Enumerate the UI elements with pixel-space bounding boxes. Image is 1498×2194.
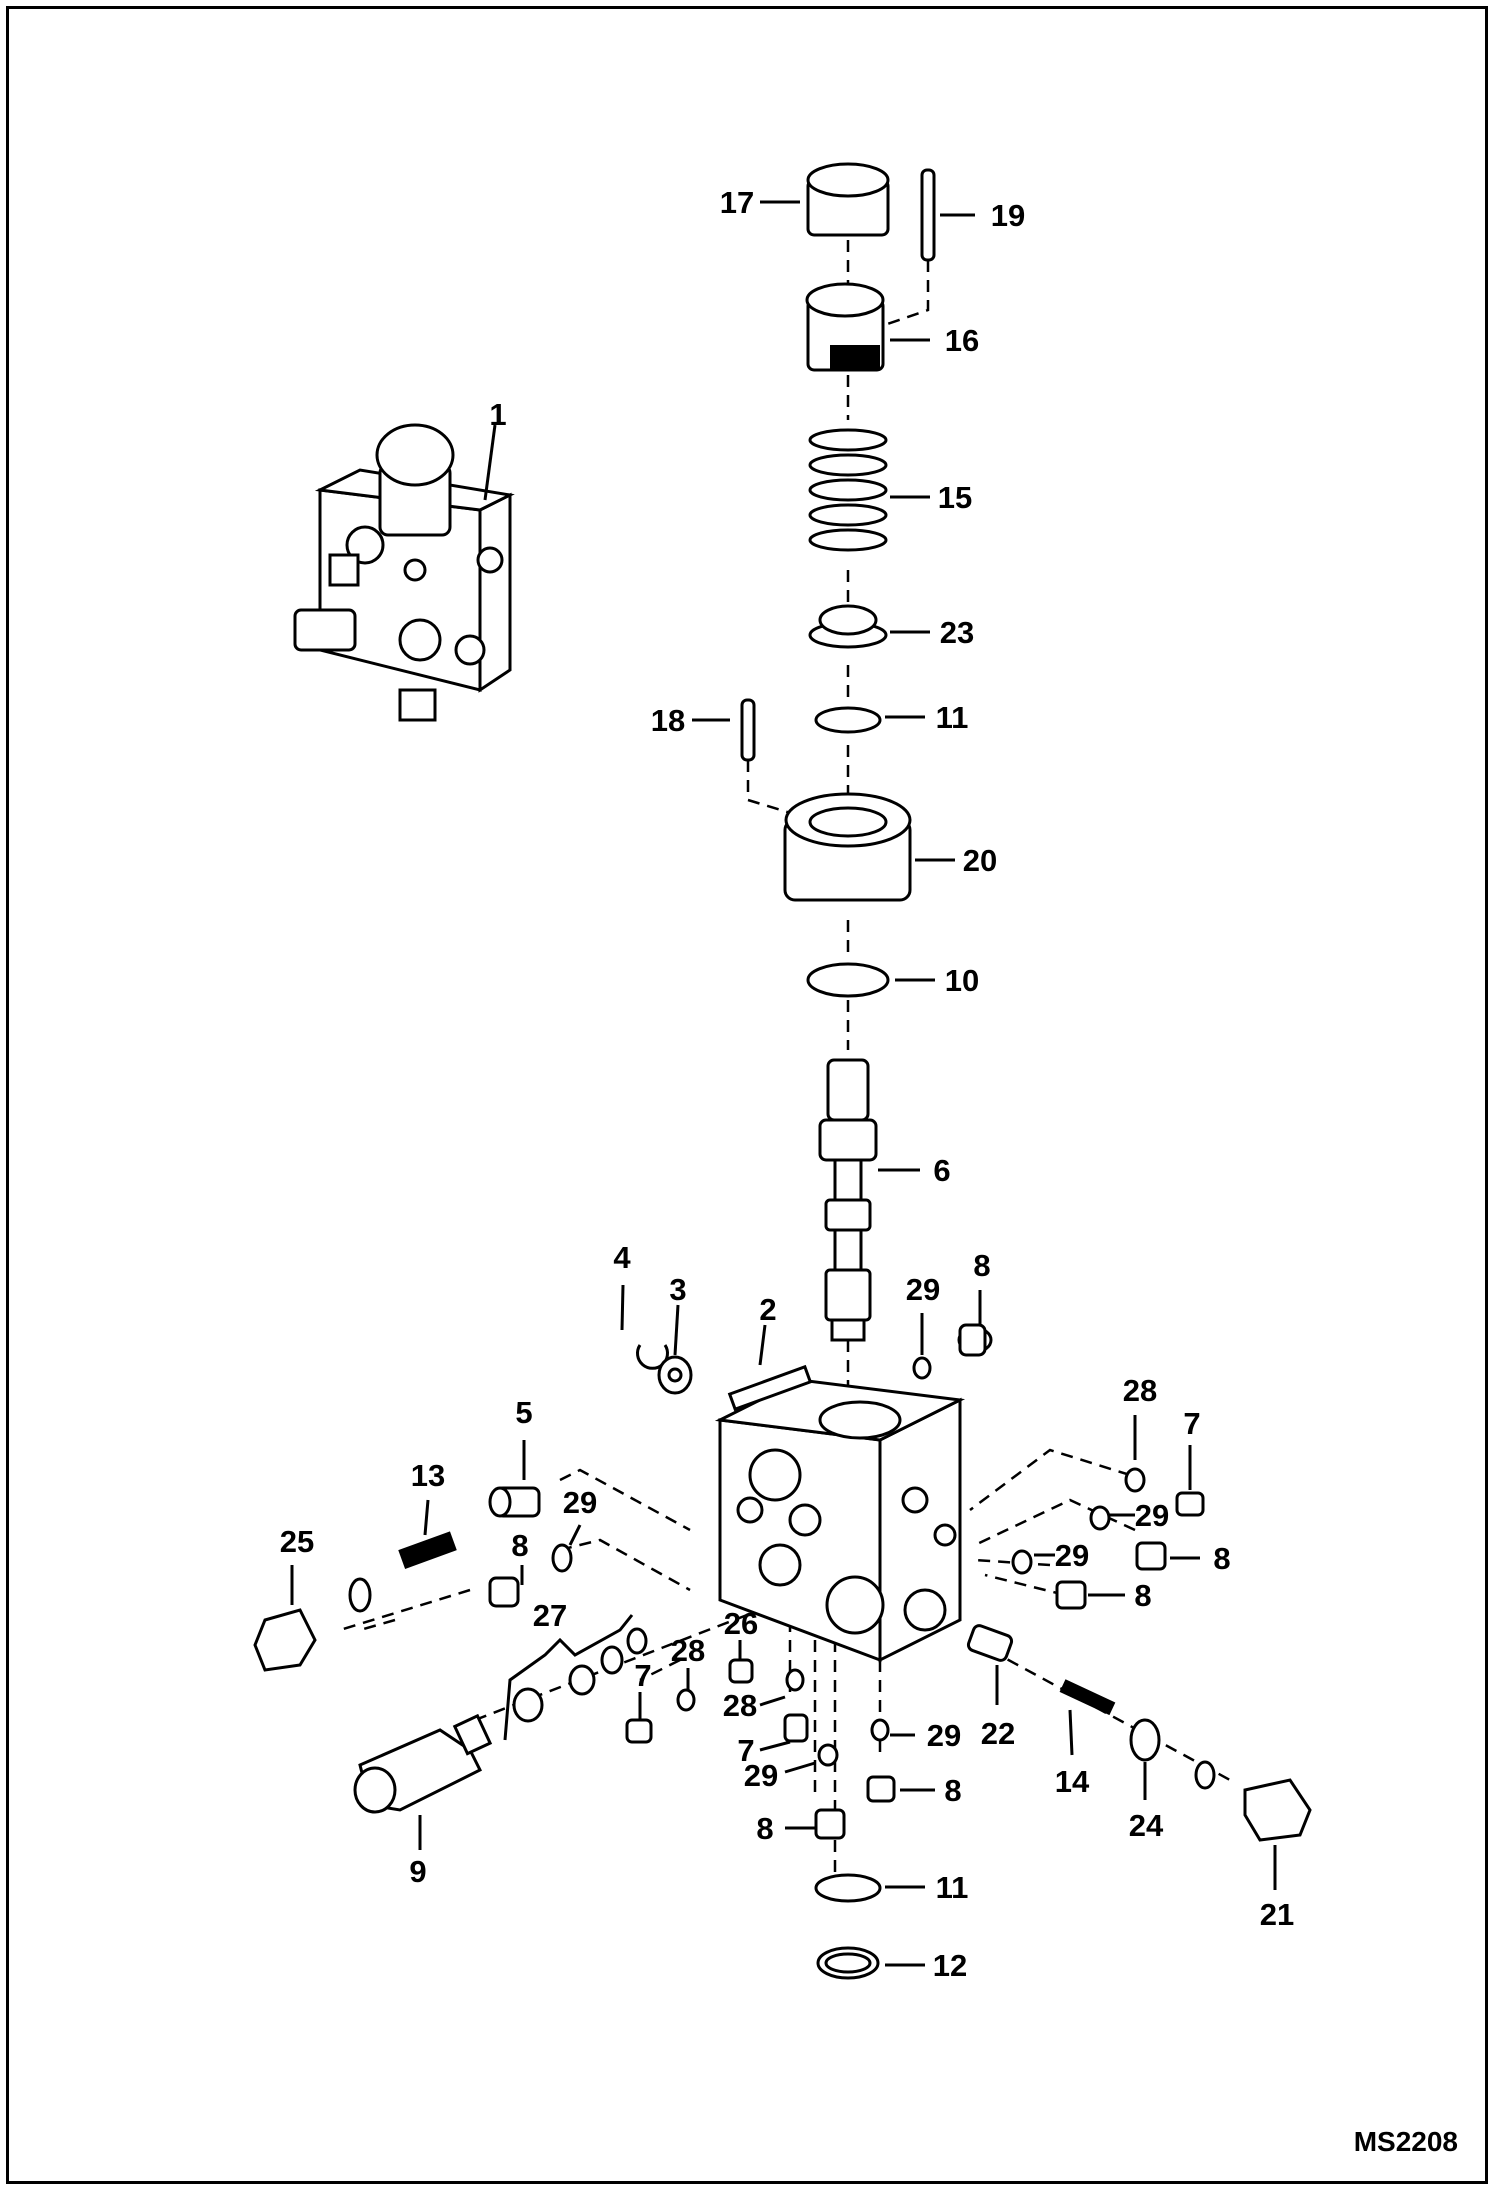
washer-part-3 [657,1355,693,1395]
o-ring-part-11-upper [814,706,882,734]
callout-7-left: 7 [634,1658,651,1693]
fitting-part-5 [488,1486,541,1518]
callout-18: 18 [651,703,685,738]
callout-13: 13 [411,1458,445,1493]
callout-29-right-2: 29 [1055,1538,1089,1573]
spring-part-13 [398,1531,457,1569]
pin-part-19 [920,168,936,262]
valve-assembly-overview [293,423,515,722]
callout-19: 19 [991,198,1025,233]
callout-10: 10 [945,963,979,998]
nut-part-20 [783,792,912,902]
callout-6: 6 [933,1153,950,1188]
callout-14: 14 [1055,1764,1090,1799]
callout-5: 5 [515,1395,532,1430]
valve-body-part-2 [714,1364,966,1663]
callout-29-top: 29 [906,1272,940,1307]
plug-part-8-left [488,1576,520,1608]
callout-15: 15 [938,480,972,515]
callout-28-lower: 28 [723,1688,757,1723]
callout-8-lower-right: 8 [944,1773,961,1808]
pin-part-18 [740,698,756,762]
callout-29-right-1: 29 [1135,1498,1169,1533]
callout-21: 21 [1260,1897,1294,1932]
callout-29-lower: 29 [744,1758,778,1793]
callout-7-lower: 7 [737,1733,754,1768]
callout-8-right-1: 8 [1213,1541,1230,1576]
callout-labels: 1 2 3 4 5 6 7 7 7 8 8 8 8 [280,185,1294,1983]
callout-8-left: 8 [511,1528,528,1563]
callout-8-lower: 8 [756,1811,773,1846]
callout-29-lower-right: 29 [927,1718,961,1753]
callout-7-right: 7 [1183,1406,1200,1441]
cap-part [806,162,890,237]
callout-25: 25 [280,1524,314,1559]
callout-16: 16 [945,323,979,358]
o-ring-part-10 [806,962,890,998]
callout-3: 3 [669,1272,686,1307]
callout-27: 27 [533,1598,567,1633]
retainer-part-23 [808,604,888,649]
diagram-border [6,6,1488,2184]
callout-20: 20 [963,843,997,878]
callout-1: 1 [489,397,506,432]
snap-ring-part-4 [636,1344,669,1370]
callout-2: 2 [759,1292,776,1327]
plug-part-25 [253,1577,372,1672]
plug-part-8-top [957,1323,993,1357]
callout-24: 24 [1129,1808,1164,1843]
callout-4: 4 [613,1240,631,1275]
callout-23: 23 [940,615,974,650]
callout-8-right-2: 8 [1134,1578,1151,1613]
fittings-right [966,1467,1312,1842]
callout-8-top: 8 [973,1248,990,1283]
valve-cartridge-part-9 [353,1713,493,1814]
fittings-lower [625,1658,896,1980]
o-ring-part-29-top [912,1356,932,1380]
spring-part-15 [808,428,888,552]
callout-28-left: 28 [671,1633,705,1668]
callout-26: 26 [724,1606,758,1641]
callout-12: 12 [933,1948,967,1983]
callout-11-upper: 11 [936,700,969,735]
callout-9: 9 [409,1854,426,1889]
reference-code: MS2208 [1353,2126,1458,2157]
callout-17: 17 [720,185,754,220]
spool-part-6 [818,1058,878,1342]
callout-28-right: 28 [1123,1373,1157,1408]
o-ring-part-29-left [551,1543,573,1573]
housing-part-16 [805,282,885,372]
callout-11-lower: 11 [936,1870,969,1905]
o-ring-set-part-27 [512,1627,648,1723]
callout-29-left: 29 [563,1485,597,1520]
callout-22: 22 [981,1716,1015,1751]
